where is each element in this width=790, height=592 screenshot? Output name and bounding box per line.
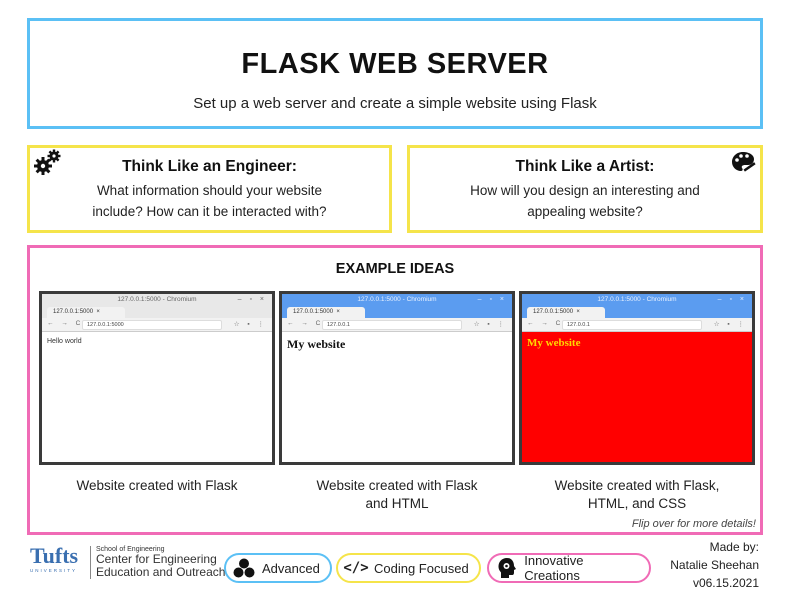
page-content: My website bbox=[282, 332, 512, 462]
browser-tab: 127.0.0.1:5000 × bbox=[47, 307, 125, 318]
toolbar-icons: ☆ ▪ ⋮ bbox=[473, 321, 507, 328]
ceeo-label: School of Engineering Center for Enginee… bbox=[90, 546, 225, 579]
address-bar: ← → C 127.0.0.1:5000 ☆ ▪ ⋮ bbox=[42, 318, 272, 332]
nav-arrows-icon: ← → C bbox=[527, 320, 564, 327]
nav-arrows-icon: ← → C bbox=[287, 320, 324, 327]
tufts-logo: Tufts UNIVERSITY bbox=[30, 543, 79, 574]
tag-label: Innovative Creations bbox=[524, 553, 584, 583]
flip-note: Flip over for more details! bbox=[631, 518, 756, 530]
artist-title: Think Like a Artist: bbox=[515, 158, 655, 175]
tag-advanced: Advanced bbox=[224, 553, 332, 583]
tab-bar: 127.0.0.1:5000 × bbox=[522, 306, 752, 318]
tag-label: Advanced bbox=[262, 560, 320, 576]
caption-flask-html-css: Website created with Flask, HTML, and CS… bbox=[554, 478, 720, 511]
tufts-wordmark: Tufts bbox=[30, 543, 79, 568]
window-controls-icon: – ▫ × bbox=[477, 296, 507, 303]
tab-bar: 127.0.0.1:5000 × bbox=[282, 306, 512, 318]
tag-label: Coding Focused bbox=[374, 560, 469, 576]
window-title: 127.0.0.1:5000 - Chromium bbox=[117, 296, 197, 303]
head-gear-icon bbox=[495, 557, 518, 579]
browser-title-bar: 127.0.0.1:5000 - Chromium – ▫ × bbox=[522, 294, 752, 306]
code-icon: </> bbox=[343, 560, 369, 576]
page-subtitle: Set up a web server and create a simple … bbox=[193, 95, 597, 112]
tufts-subtitle: UNIVERSITY bbox=[30, 568, 78, 573]
page-content: Hello world bbox=[42, 332, 272, 462]
example-screenshot-css: 127.0.0.1:5000 - Chromium – ▫ × 127.0.0.… bbox=[519, 291, 755, 465]
gears-icon bbox=[34, 149, 61, 175]
window-title: 127.0.0.1:5000 - Chromium bbox=[597, 296, 677, 303]
example-screenshot-flask: 127.0.0.1:5000 - Chromium – ▫ × 127.0.0.… bbox=[39, 291, 275, 465]
palette-icon bbox=[732, 152, 756, 172]
nav-arrows-icon: ← → C bbox=[47, 320, 84, 327]
browser-tab: 127.0.0.1:5000 × bbox=[287, 307, 365, 318]
credits: Made by: Natalie Sheehan v06.15.2021 bbox=[670, 538, 759, 592]
toolbar-icons: ☆ ▪ ⋮ bbox=[233, 321, 267, 328]
toolbar-icons: ☆ ▪ ⋮ bbox=[713, 321, 747, 328]
center-line-1: Center for Engineering bbox=[96, 552, 217, 566]
caption-flask: Website created with Flask bbox=[76, 478, 238, 493]
made-by-label: Made by: bbox=[709, 540, 759, 554]
page-title: FLASK WEB SERVER bbox=[241, 48, 549, 80]
tab-bar: 127.0.0.1:5000 × bbox=[42, 306, 272, 318]
version-label: v06.15.2021 bbox=[692, 576, 759, 590]
url-field: 127.0.0.1 bbox=[322, 320, 462, 330]
examples-heading: EXAMPLE IDEAS bbox=[335, 261, 455, 277]
title-box: FLASK WEB SERVER Set up a web server and… bbox=[27, 18, 763, 129]
address-bar: ← → C 127.0.0.1 ☆ ▪ ⋮ bbox=[282, 318, 512, 332]
browser-title-bar: 127.0.0.1:5000 - Chromium – ▫ × bbox=[282, 294, 512, 306]
window-controls-icon: – ▫ × bbox=[717, 296, 747, 303]
browser-tab: 127.0.0.1:5000 × bbox=[527, 307, 605, 318]
url-field: 127.0.0.1 bbox=[562, 320, 702, 330]
engineer-box: Think Like an Engineer: What information… bbox=[27, 145, 392, 233]
engineer-text: What information should your website inc… bbox=[92, 183, 327, 219]
artist-text: How will you design an interesting and a… bbox=[470, 183, 700, 219]
artist-box: Think Like a Artist: How will you design… bbox=[407, 145, 763, 233]
window-title: 127.0.0.1:5000 - Chromium bbox=[357, 296, 437, 303]
tag-coding-focused: </> Coding Focused bbox=[336, 553, 481, 583]
three-circles-icon bbox=[232, 557, 256, 579]
author-name: Natalie Sheehan bbox=[670, 558, 759, 572]
example-screenshot-html: 127.0.0.1:5000 - Chromium – ▫ × 127.0.0.… bbox=[279, 291, 515, 465]
url-field: 127.0.0.1:5000 bbox=[82, 320, 222, 330]
caption-flask-html: Website created with Flask and HTML bbox=[316, 478, 478, 511]
browser-title-bar: 127.0.0.1:5000 - Chromium – ▫ × bbox=[42, 294, 272, 306]
tag-innovative-creations: Innovative Creations bbox=[487, 553, 651, 583]
center-line-2: Education and Outreach bbox=[96, 565, 226, 579]
examples-box: EXAMPLE IDEAS 127.0.0.1:5000 - Chromium … bbox=[27, 245, 763, 535]
page-content: My website bbox=[522, 332, 752, 462]
school-label: School of Engineering bbox=[96, 546, 165, 553]
engineer-title: Think Like an Engineer: bbox=[122, 158, 297, 175]
window-controls-icon: – ▫ × bbox=[237, 296, 267, 303]
address-bar: ← → C 127.0.0.1 ☆ ▪ ⋮ bbox=[522, 318, 752, 332]
